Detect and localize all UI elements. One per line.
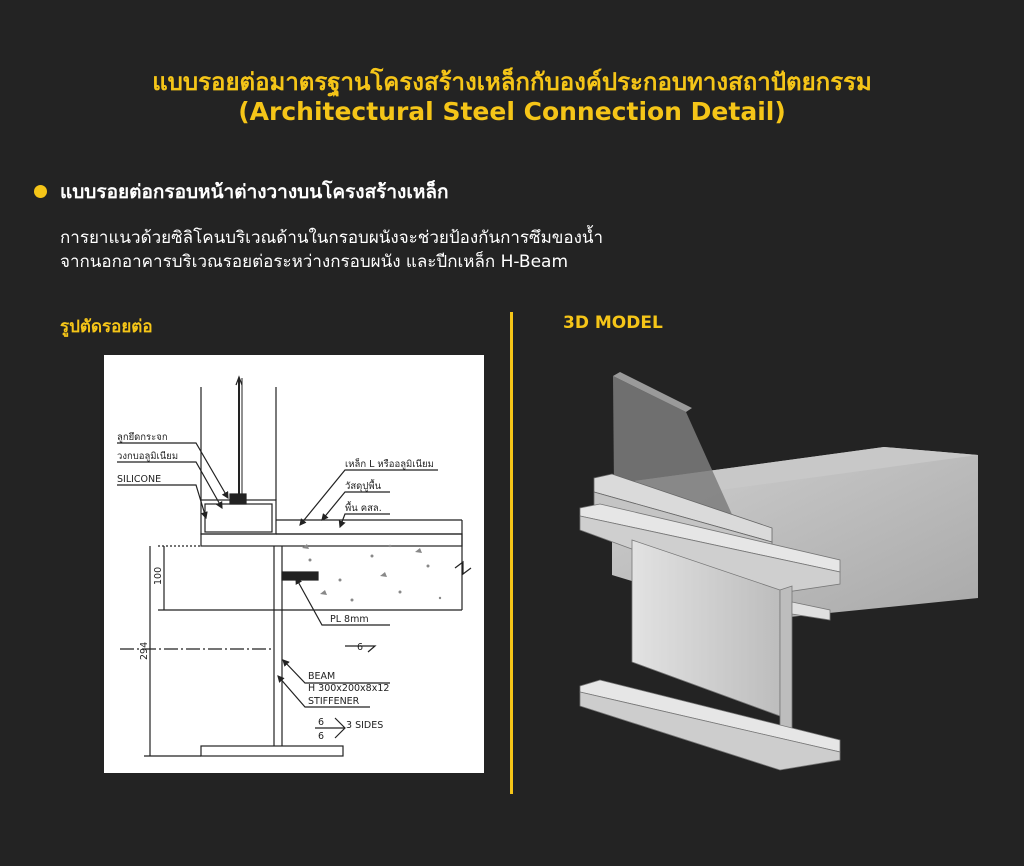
dimension-294: 294 [139,642,150,660]
label-aluminium-frame: วงกบอลูมิเนียม [117,450,178,462]
label-weld-top: 6 [318,717,324,728]
label-floor-finish: วัสดุปูพื้น [345,479,382,492]
label-silicone: SILICONE [117,474,161,485]
description-line-2: จากนอกอาคารบริเวณรอยต่อระหว่างกรอบผนัง แ… [60,252,569,272]
drawing-background [104,355,484,773]
model-3d-title: 3D MODEL [563,313,663,333]
description-line-1: การยาแนวด้วยซิลิโคนบริเวณด้านในกรอบผนังจ… [60,228,604,248]
steel-section-lines [117,375,472,757]
section-detail-title: รูปตัดรอยต่อ [60,317,153,337]
label-beam-size: H 300x200x8x12 [308,683,389,694]
label-weld-bottom: 6 [318,731,324,742]
label-concrete-slab: พื้น คสล. [345,501,382,514]
label-weld-size: 6 [357,642,363,653]
stiffener-plate [791,601,831,621]
dimension-100: 100 [153,567,164,585]
beam-web [631,539,793,757]
section-description: การยาแนวด้วยซิลิโคนบริเวณด้านในกรอบผนังจ… [60,226,603,274]
glass-panel [613,372,748,550]
beam-top-flange [579,503,841,597]
section-heading: แบบรอยต่อกรอบหน้าต่างวางบนโครงสร้างเหล็ก [60,181,449,203]
page-title-english: (Architectural Steel Connection Detail) [238,97,786,126]
concrete-aggregate [302,544,442,602]
label-plate: PL 8mm [330,614,369,625]
page-title-thai: แบบรอยต่อมาตรฐานโครงสร้างเหล็กกับองค์ประ… [152,68,872,96]
panel-divider [510,312,513,794]
label-beam: BEAM [308,671,335,682]
label-glass-clip: ลูกยึดกระจก [117,432,168,443]
label-stiffener: STIFFENER [308,696,360,707]
bullet-icon [34,185,47,198]
label-angle-steel: เหล็ก L หรืออลูมิเนียม [345,457,434,470]
label-weld-sides: 3 SIDES [346,720,383,731]
beam-bottom-flange [579,679,841,771]
